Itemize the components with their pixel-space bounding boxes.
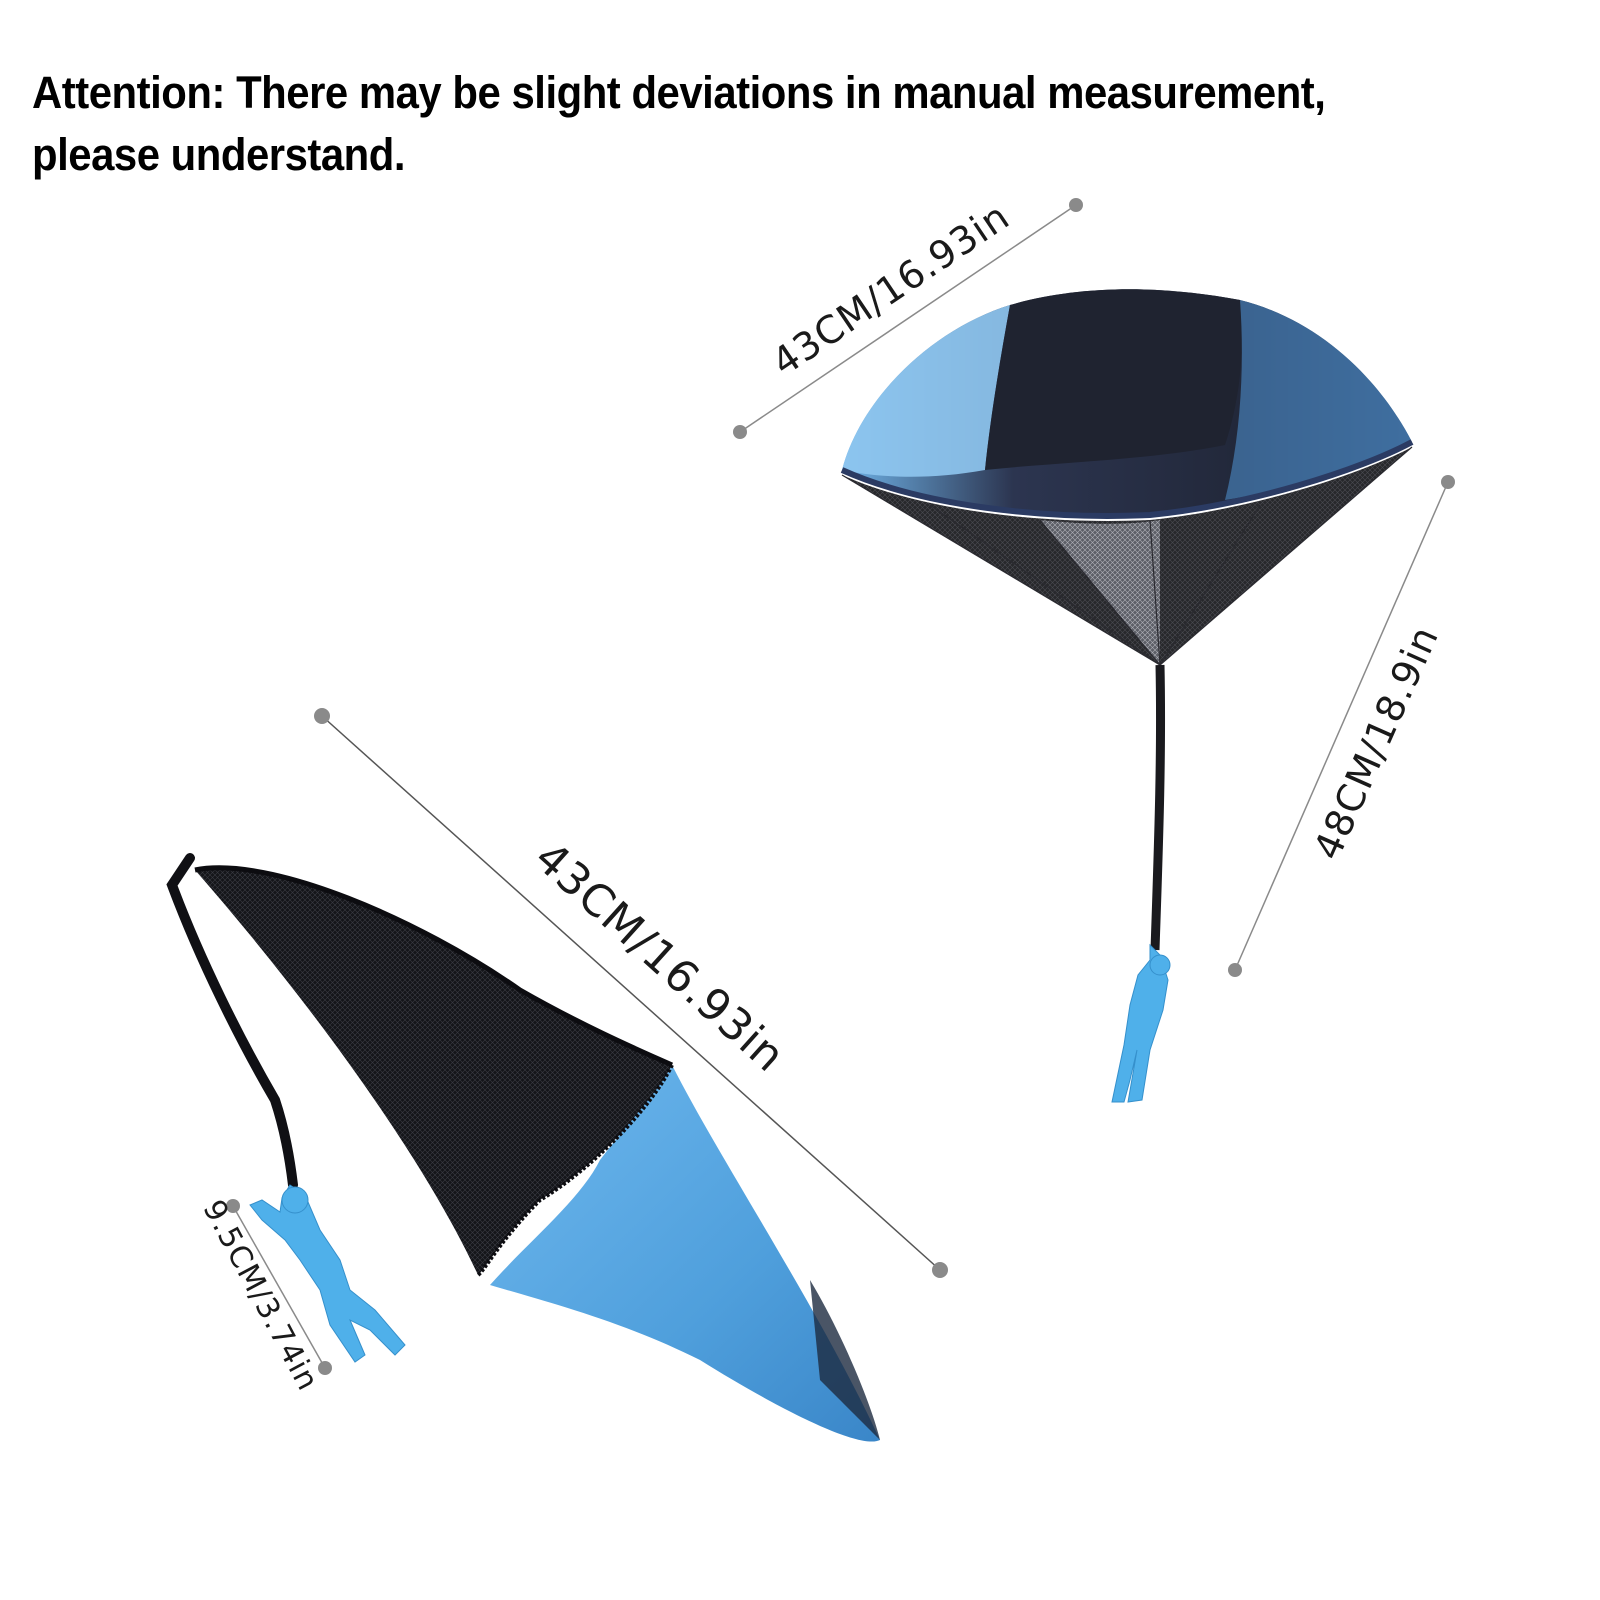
folded-mesh	[195, 867, 672, 1275]
marker-dot	[314, 708, 330, 724]
marker-dot	[1228, 963, 1242, 977]
canopy-panel-blue	[1225, 300, 1412, 500]
notice-line-1: Attention: There may be slight deviation…	[32, 67, 1326, 118]
folded-silk	[490, 1065, 880, 1442]
marker-dot	[733, 425, 747, 439]
canopy-hem	[840, 439, 1414, 519]
marker-dot	[932, 1262, 948, 1278]
folded-seam	[476, 1064, 674, 1277]
folded-silk-shadow	[810, 1280, 880, 1440]
marker-dot	[1441, 475, 1455, 489]
measurement-notice: Attention: There may be slight deviation…	[32, 62, 1464, 186]
shroud-lines	[841, 446, 1413, 666]
marker-dot	[318, 1361, 332, 1375]
tether-cord	[1150, 664, 1166, 951]
canopy-panel-dark	[985, 289, 1242, 470]
total-height-label: 48CM/18.9in	[1305, 619, 1447, 866]
folded-hem	[194, 865, 674, 1068]
open-parachute	[840, 289, 1414, 1103]
canopy-panel-light	[842, 305, 1010, 477]
folded-strap	[166, 853, 298, 1190]
folded-parachute	[166, 853, 880, 1442]
notice-line-2: please understand.	[32, 129, 406, 180]
hanging-figure	[1111, 943, 1171, 1103]
marker-dot	[226, 1199, 240, 1213]
marker-dot	[1069, 198, 1083, 212]
folded-figure	[249, 1184, 406, 1363]
